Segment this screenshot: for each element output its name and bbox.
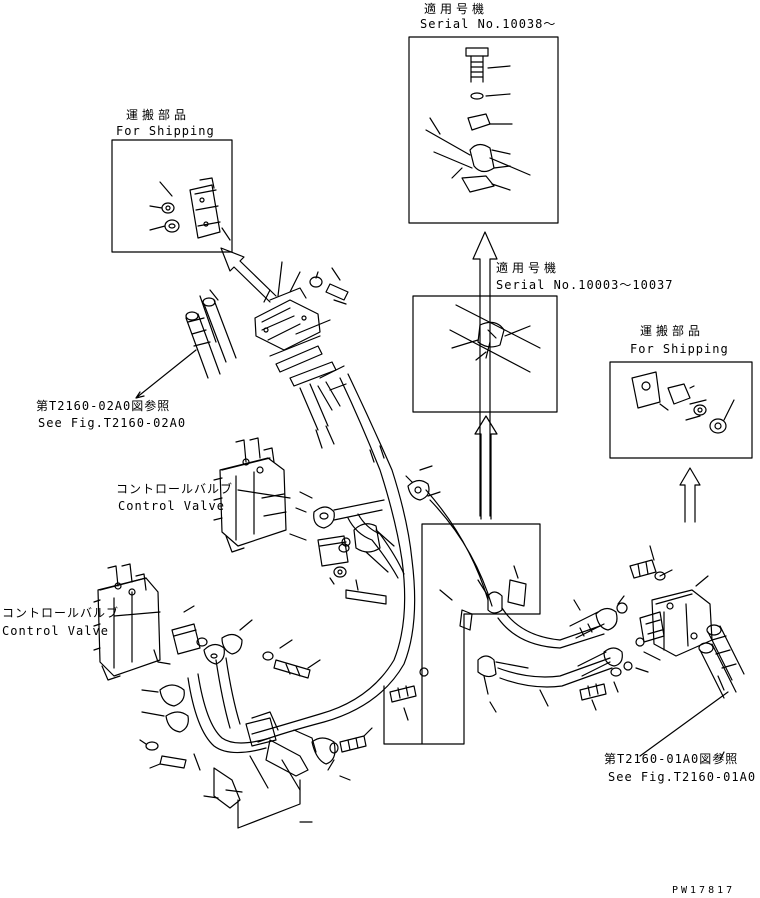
label-leaders	[113, 489, 725, 761]
middle-inset-clamp	[449, 304, 541, 373]
arrow-to-right-shipping-inset	[679, 467, 701, 523]
top-inset-clamp	[425, 47, 531, 193]
control-valve-lower	[93, 563, 161, 681]
left-hose-bundle	[135, 289, 237, 399]
upper-hoses	[299, 373, 413, 561]
drawing-code: PW17817	[672, 885, 736, 896]
upper-bolt	[309, 267, 349, 305]
inset-box-left-shipping	[111, 139, 233, 253]
arrow-to-top-inset	[472, 231, 498, 517]
control-valve-upper	[213, 437, 287, 553]
ref-right-en: See Fig.T2160-01A0	[608, 770, 757, 784]
top-inset-heading-en: Serial No.10038～	[420, 17, 557, 31]
bottom-leader-bracket	[237, 779, 313, 829]
arrow-to-left-shipping-inset	[220, 247, 277, 303]
ref-right-jp: 第T2160-01A0図参照	[604, 752, 739, 766]
middle-inset-heading-en: Serial No.10003～10037	[496, 278, 674, 292]
left-shipping-heading-jp: 運搬部品	[126, 108, 191, 122]
valve2-left-fittings	[139, 649, 189, 769]
valve1-center-fittings	[341, 523, 395, 573]
control-valve-2-jp: コントロールバルブ	[2, 606, 120, 620]
upper-manifold	[254, 261, 347, 391]
lower-hoses	[187, 559, 416, 809]
right-hose-bundle	[639, 624, 745, 757]
inset-box-middle	[412, 295, 558, 413]
ref-left-jp: 第T2160-02A0図参照	[36, 399, 171, 413]
left-shipping-heading-en: For Shipping	[116, 124, 215, 138]
arrow-to-middle-inset	[474, 415, 498, 520]
middle-inset-heading-jp: 適用号機	[496, 261, 561, 275]
right-shipping-parts	[631, 371, 735, 434]
top-inset-heading-jp: 適用号機	[424, 2, 489, 16]
valve2-fittings	[171, 605, 321, 679]
valve1-fittings	[289, 491, 405, 605]
ref-left-en: See Fig.T2160-02A0	[38, 416, 187, 430]
right-hose-connectors	[569, 599, 649, 711]
right-manifold	[616, 545, 713, 661]
control-valve-1-en: Control Valve	[118, 499, 225, 513]
inset-box-right-shipping	[609, 361, 753, 459]
right-shipping-heading-en: For Shipping	[630, 342, 729, 356]
left-shipping-parts	[149, 177, 231, 241]
inset-box-top	[408, 36, 559, 224]
center-assembly	[383, 465, 613, 745]
right-shipping-heading-jp: 運搬部品	[640, 324, 705, 338]
control-valve-2-en: Control Valve	[2, 624, 109, 638]
lower-clamp-bolt	[311, 727, 373, 781]
control-valve-1-jp: コントロールバルブ	[116, 482, 234, 496]
